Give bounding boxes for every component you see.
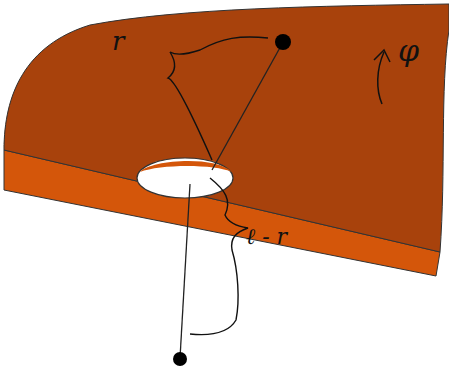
string — [180, 184, 190, 358]
dimension-label: ℓ - r — [246, 226, 287, 248]
hole-inner-wall — [140, 161, 232, 172]
dimension-label: φ — [398, 36, 419, 66]
dimension-label: r — [112, 28, 124, 54]
arrow-head — [374, 50, 390, 62]
table-top — [4, 4, 449, 252]
rotation-arrow — [378, 52, 384, 104]
hanging-mass — [173, 352, 187, 366]
hole — [137, 158, 233, 198]
mass-on-table — [275, 34, 291, 50]
brace — [168, 37, 268, 160]
string — [212, 44, 282, 170]
brace — [190, 178, 248, 335]
